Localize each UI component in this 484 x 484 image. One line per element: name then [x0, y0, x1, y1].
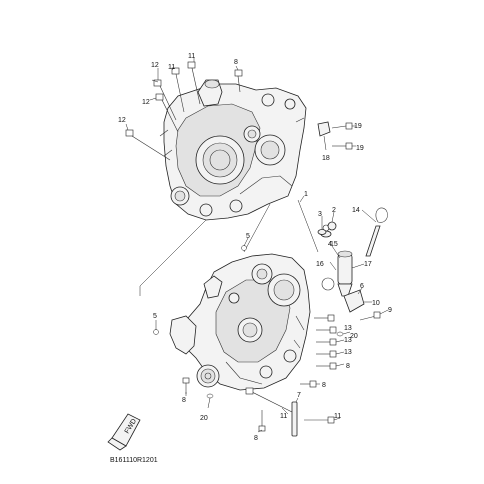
callout-5-left: 5	[153, 313, 157, 320]
callout-11-top-a: 11	[188, 53, 195, 60]
callout-17: 17	[364, 261, 372, 268]
callout-13-a: 13	[344, 337, 352, 344]
callout-7: 7	[297, 392, 301, 399]
callout-5-top: 5	[246, 233, 250, 240]
callout-12-a: 12	[151, 62, 159, 69]
explode-guide-lines	[139, 199, 319, 296]
callout-8-mid: 8	[346, 363, 350, 370]
callout-20-b: 20	[350, 333, 358, 340]
callout-11-top-b: 11	[168, 64, 175, 71]
fwd-arrow-icon: FWD	[107, 413, 141, 451]
callout-8-bottom: 8	[254, 435, 258, 442]
diagram-code: B161110R1201	[110, 457, 158, 464]
callout-2: 2	[332, 207, 336, 214]
bracket-assembly	[317, 121, 365, 313]
callout-13-c: 13	[344, 325, 352, 332]
lower-crankcase-half	[169, 253, 311, 391]
callout-13-b: 13	[344, 349, 352, 356]
callout-11-bottom-a: 11	[280, 413, 287, 420]
callout-19-b: 19	[356, 145, 364, 152]
callout-20-a: 20	[200, 415, 208, 422]
oil-filler-assembly	[320, 207, 388, 297]
callout-3: 3	[318, 211, 322, 218]
leader-lines	[125, 58, 389, 433]
callout-14: 14	[352, 207, 360, 214]
callout-6: 6	[360, 283, 364, 290]
callout-11-bottom-b: 11	[334, 413, 341, 420]
callout-4: 4	[328, 241, 332, 248]
callout-8-top: 8	[234, 59, 238, 66]
callout-8-right: 8	[322, 382, 326, 389]
callout-12-c: 12	[118, 117, 126, 124]
callout-12-b: 12	[142, 99, 150, 106]
fasteners	[125, 61, 381, 437]
callout-labels: 1 2 3 4 5 5 6 7 8 8 8 8 8 9 10 11 11 11 …	[118, 53, 392, 442]
callout-8-left: 8	[182, 397, 186, 404]
callout-18: 18	[322, 155, 330, 162]
callout-15: 15	[330, 241, 338, 248]
callout-9: 9	[388, 307, 392, 314]
callout-10: 10	[372, 300, 380, 307]
upper-crankcase-half	[159, 79, 307, 221]
callout-16: 16	[316, 261, 324, 268]
callout-1: 1	[304, 191, 308, 198]
callout-19-a: 19	[354, 123, 362, 130]
